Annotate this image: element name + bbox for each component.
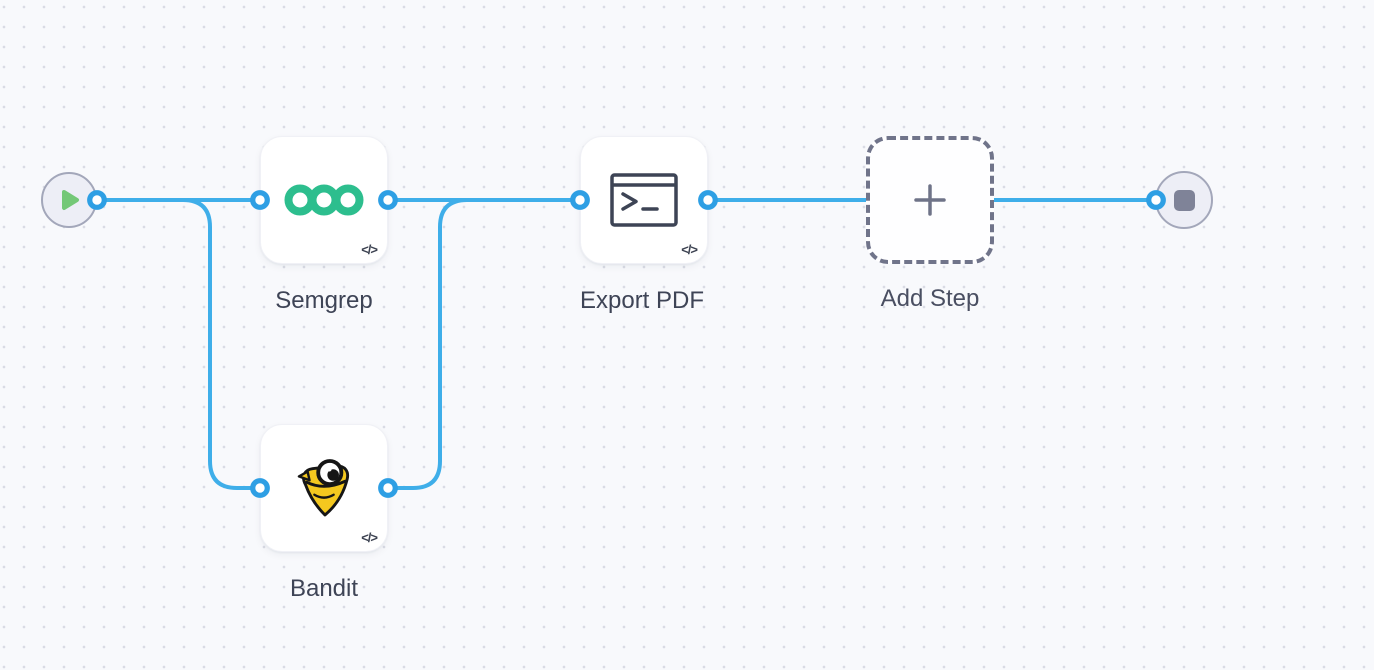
play-icon bbox=[62, 190, 79, 210]
node-label-bandit: Bandit bbox=[289, 575, 359, 602]
port-bandit-out[interactable] bbox=[378, 478, 398, 498]
add-step-node[interactable] bbox=[866, 136, 994, 264]
port-export-out[interactable] bbox=[698, 190, 718, 210]
port-semgrep-in[interactable] bbox=[250, 190, 270, 210]
code-badge: </> bbox=[361, 530, 378, 545]
port-end-in[interactable] bbox=[1146, 190, 1166, 210]
port-start-out[interactable] bbox=[87, 190, 107, 210]
terminal-icon bbox=[610, 173, 678, 227]
node-label-semgrep: Semgrep bbox=[275, 287, 373, 314]
edge-bandit-to-export[interactable] bbox=[386, 198, 582, 490]
node-label-add-step: Add Step bbox=[880, 285, 980, 312]
node-label-export-pdf: Export PDF bbox=[579, 287, 705, 314]
bandit-logo-icon bbox=[297, 459, 350, 517]
node-bandit[interactable]: </> bbox=[260, 424, 388, 552]
code-badge: </> bbox=[681, 242, 698, 257]
node-semgrep[interactable]: </> bbox=[260, 136, 388, 264]
stop-icon bbox=[1173, 189, 1195, 211]
port-semgrep-out[interactable] bbox=[378, 190, 398, 210]
port-export-in[interactable] bbox=[570, 190, 590, 210]
edge-start-to-bandit[interactable] bbox=[95, 198, 262, 490]
port-bandit-in[interactable] bbox=[250, 478, 270, 498]
code-badge: </> bbox=[361, 242, 378, 257]
plus-icon bbox=[914, 184, 946, 216]
semgrep-logo-icon bbox=[284, 184, 364, 216]
node-export-pdf[interactable]: </> bbox=[580, 136, 708, 264]
